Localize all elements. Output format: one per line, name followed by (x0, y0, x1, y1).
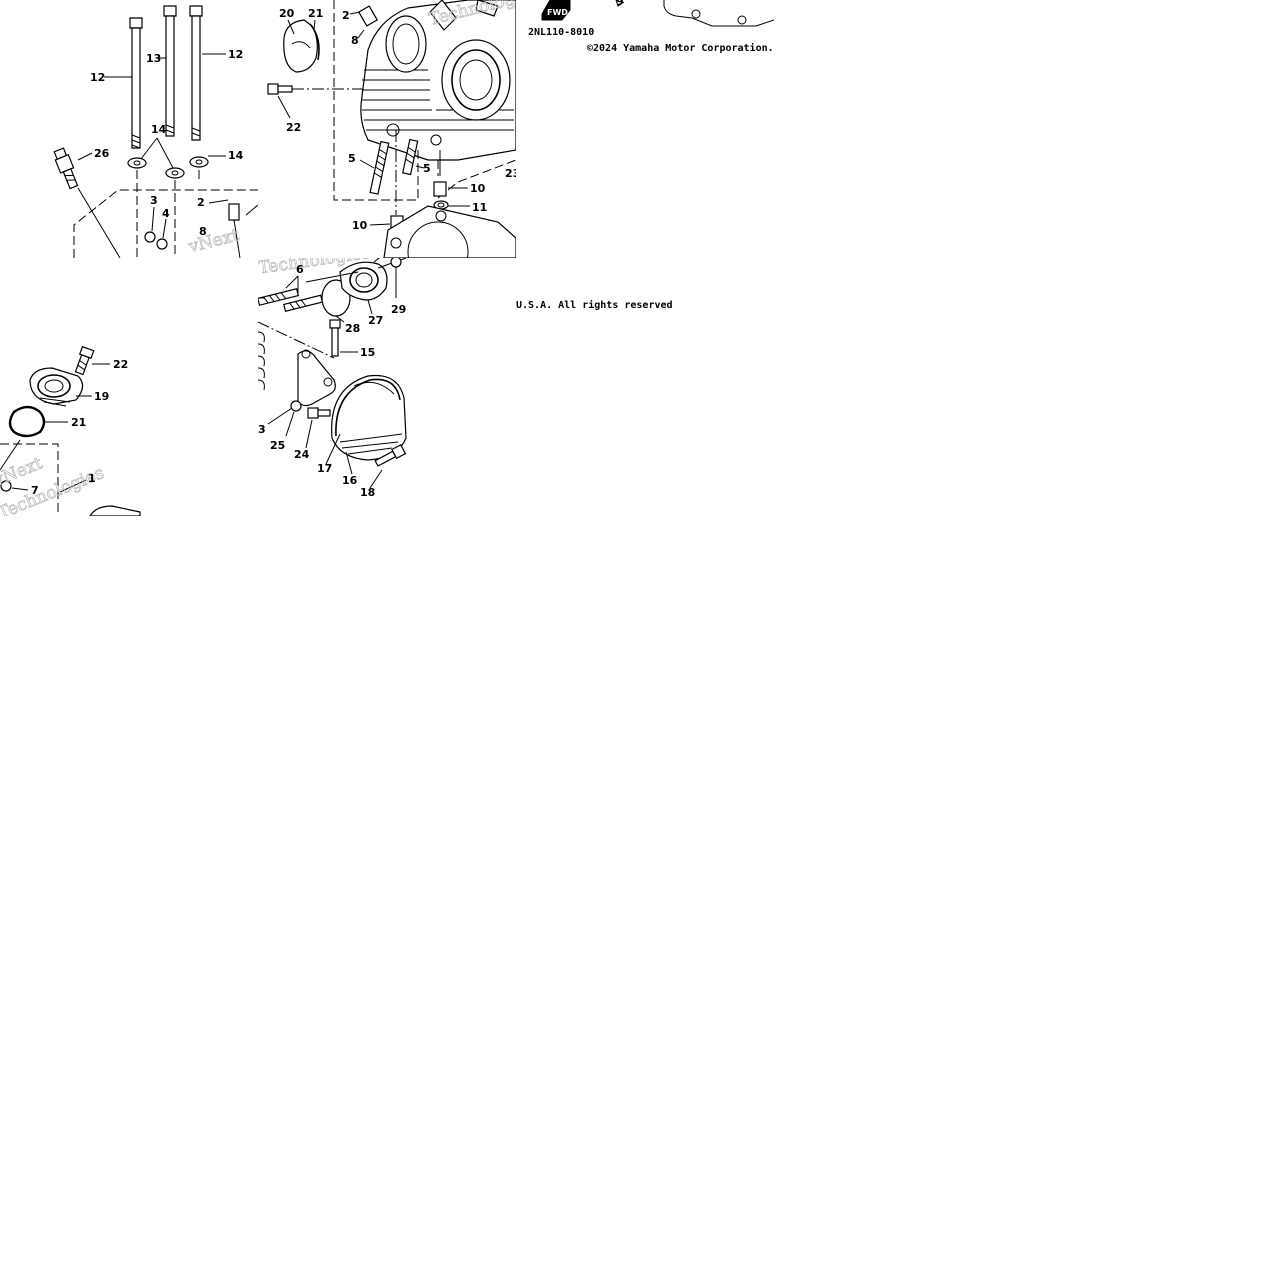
callout-19: 19 (94, 390, 109, 403)
copyright-notice: ©2024 Yamaha Motor Corporation. (587, 42, 774, 54)
callout-23: 23 (505, 167, 516, 180)
spark-plug (53, 147, 79, 190)
watermark-logo: vNext (185, 225, 241, 258)
callout-16: 16 (342, 474, 358, 487)
callout-labels: 20 21 2 8 22 5 5 10 11 10 23 (279, 7, 516, 232)
callout-25: 25 (270, 439, 285, 452)
tile-bottom-left-drawing: vNext Technologies 22 19 21 7 1 (0, 345, 141, 516)
callout-28: 28 (345, 322, 360, 335)
plug-bolt (0, 480, 12, 492)
nut (156, 238, 168, 250)
diagram-tile-header: FWD 9 2NL110-8010 ©2024 Yamaha Motor Cor… (516, 0, 774, 60)
rights-notice-block: U.S.A. All rights reserved (516, 299, 673, 311)
callout-21: 21 (308, 7, 323, 20)
washer (127, 157, 147, 169)
tile-header-drawing: FWD 9 2NL110-8010 ©2024 Yamaha Motor Cor… (528, 0, 774, 54)
callout-22: 22 (286, 121, 301, 134)
rights-notice: U.S.A. All rights reserved (516, 299, 673, 311)
stud-bolt (402, 138, 419, 176)
tappet-cover (283, 19, 320, 73)
callout-5: 5 (348, 152, 356, 165)
intake-joint (29, 367, 84, 407)
svg-text:FWD: FWD (547, 8, 568, 17)
callout-24: 24 (294, 448, 310, 461)
chain-guide-bracket (297, 349, 336, 407)
callout-8: 8 (199, 225, 207, 238)
callout-4: 4 (162, 207, 170, 220)
callout-21: 21 (71, 416, 86, 429)
diagram-tile-top-left: vNext 12 13 12 14 14 26 3 4 2 8 (0, 0, 258, 258)
svg-text:vNext: vNext (186, 225, 241, 257)
cover-bolt (329, 319, 341, 357)
callout-7: 7 (31, 484, 39, 497)
tile-top-middle-drawing: Technologies 20 21 2 8 22 5 5 10 11 10 2… (267, 0, 516, 258)
callout-11: 11 (472, 201, 487, 214)
diagram-tile-bottom-left: vNext Technologies 22 19 21 7 1 (0, 340, 150, 516)
callout-17: 17 (317, 462, 332, 475)
dowel-pin (228, 203, 240, 221)
bolt-head (144, 231, 156, 243)
cylinder-head (360, 0, 516, 161)
callout-2: 2 (342, 9, 350, 22)
callout-18: 18 (360, 486, 375, 499)
side-cover-bolt (374, 444, 407, 467)
callout-12: 12 (228, 48, 243, 61)
cylinder-stud-bolt (129, 17, 143, 149)
callout-6: 6 (296, 263, 304, 276)
callout-22: 22 (113, 358, 128, 371)
callout-8: 8 (351, 34, 359, 47)
callout-9: 9 (616, 0, 624, 8)
callout-13: 13 (146, 52, 161, 65)
callout-10: 10 (470, 182, 486, 195)
cover-bolt (267, 83, 293, 95)
callout-3: 3 (258, 423, 266, 436)
manifold-stud (283, 294, 324, 312)
callout-labels: 12 13 12 14 14 26 3 4 2 8 (90, 48, 244, 238)
fwd-arrow-badge: FWD (541, 0, 571, 21)
diagram-tile-middle: Technologies 6 28 27 29 15 3 25 24 17 16… (258, 258, 516, 516)
callout-labels: 22 19 21 7 1 (31, 358, 128, 497)
stud-bolt (369, 140, 390, 195)
manifold-stud (258, 288, 300, 306)
washer (290, 400, 302, 412)
tile-middle-drawing: Technologies 6 28 27 29 15 3 25 24 17 16… (258, 258, 407, 499)
callout-26: 26 (94, 147, 110, 160)
callout-2: 2 (197, 196, 205, 209)
flange-bolt (390, 258, 402, 268)
callout-labels: 6 28 27 29 15 3 25 24 17 16 18 (258, 263, 406, 499)
intake-gasket (8, 405, 46, 438)
guide-bolt (307, 407, 331, 419)
callout-3: 3 (150, 194, 158, 207)
callout-12: 12 (90, 71, 105, 84)
cylinder-stud-bolt (189, 5, 203, 141)
callout-29: 29 (391, 303, 406, 316)
callout-10: 10 (352, 219, 368, 232)
cylinder-stud-bolt (163, 5, 177, 137)
callout-5: 5 (423, 162, 431, 175)
callout-20: 20 (279, 7, 295, 20)
diagram-tile-top-middle: Technologies 20 21 2 8 22 5 5 10 11 10 2… (258, 0, 516, 258)
callout-27: 27 (368, 314, 383, 327)
washer (189, 156, 209, 168)
callout-15: 15 (360, 346, 375, 359)
dowel-pin (357, 5, 379, 27)
dowel (433, 181, 447, 197)
diagram-code: 2NL110-8010 (528, 27, 594, 38)
cylinder-head-gasket (383, 205, 516, 258)
side-cover (331, 374, 407, 461)
washer (165, 167, 185, 179)
intake-manifold-flange (339, 261, 388, 301)
manifold-bolt (74, 345, 95, 376)
callout-1: 1 (88, 472, 96, 485)
callout-14: 14 (228, 149, 244, 162)
callout-14: 14 (151, 123, 167, 136)
tile-top-left-drawing: vNext 12 13 12 14 14 26 3 4 2 8 (53, 5, 258, 258)
